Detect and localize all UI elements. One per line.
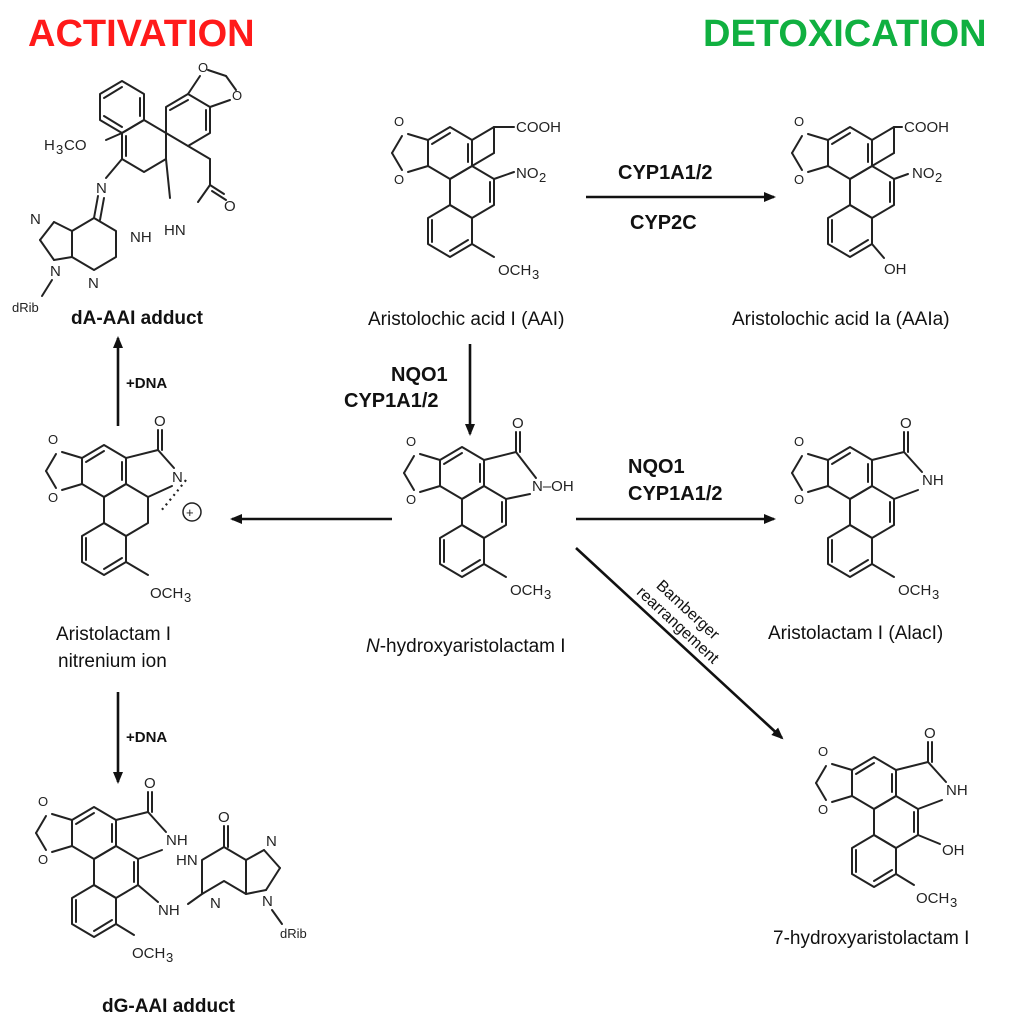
svg-text:NO: NO [516, 165, 539, 182]
hydroxy7-label: 7-hydroxyaristolactam I [773, 928, 969, 949]
svg-text:N: N [88, 275, 99, 292]
svg-text:O: O [48, 432, 58, 447]
bamberger-label: Bamberger rearrangement [633, 577, 723, 667]
enzyme-nqo1-right: NQO1 [628, 456, 685, 478]
svg-text:NH: NH [166, 832, 188, 849]
svg-text:O: O [232, 88, 242, 103]
svg-text:O: O [794, 492, 804, 507]
svg-text:O: O [406, 492, 416, 507]
svg-text:3: 3 [56, 142, 63, 157]
svg-text:O: O [818, 802, 828, 817]
svg-text:O: O [406, 434, 416, 449]
svg-text:COOH: COOH [904, 119, 949, 136]
enzyme-cyp1a12-center: CYP1A1/2 [344, 390, 439, 412]
svg-text:NH: NH [922, 472, 944, 489]
svg-text:O: O [794, 172, 804, 187]
svg-text:N: N [50, 263, 61, 280]
svg-text:O: O [924, 725, 936, 742]
nitrenium-structure: O O O N + OCH 3 [45, 413, 202, 605]
svg-text:COOH: COOH [516, 119, 561, 136]
enzyme-nqo1-center: NQO1 [391, 364, 448, 386]
enzyme-cyp2c: CYP2C [630, 212, 697, 234]
svg-text:O: O [224, 198, 236, 215]
da-adduct-structure: O O O HN H 3 CO N NH N N N dRib [12, 60, 242, 315]
detoxication-heading: DETOXICATION [703, 13, 987, 55]
svg-text:OCH: OCH [150, 585, 183, 602]
svg-text:O: O [38, 794, 48, 809]
svg-text:O: O [818, 744, 828, 759]
aai-label: Aristolochic acid I (AAI) [368, 309, 564, 330]
aaia-label: Aristolochic acid Ia (AAIa) [732, 309, 950, 330]
da-adduct-label: dA-AAI adduct [71, 308, 204, 329]
svg-text:O: O [38, 852, 48, 867]
svg-text:N: N [30, 211, 41, 228]
svg-text:N: N [262, 893, 273, 910]
svg-text:N–OH: N–OH [532, 478, 574, 495]
svg-text:2: 2 [935, 170, 942, 185]
aai-structure: O O COOH NO 2 OCH 3 [391, 114, 561, 282]
svg-text:OCH: OCH [916, 890, 949, 907]
alaci-label: Aristolactam I (AlacI) [768, 623, 943, 644]
svg-text:CO: CO [64, 137, 87, 154]
arrow-bamberger [575, 547, 784, 740]
svg-text:OCH: OCH [898, 582, 931, 599]
svg-text:3: 3 [166, 950, 173, 965]
svg-text:O: O [512, 415, 524, 432]
svg-text:N: N [172, 469, 183, 486]
svg-text:OH: OH [942, 842, 965, 859]
nitrenium-label-line2: nitrenium ion [58, 651, 167, 672]
svg-text:dRib: dRib [12, 300, 39, 315]
svg-text:NO: NO [912, 165, 935, 182]
svg-text:3: 3 [932, 587, 939, 602]
svg-text:3: 3 [532, 267, 539, 282]
svg-text:NH: NH [158, 902, 180, 919]
svg-text:O: O [48, 490, 58, 505]
svg-text:3: 3 [950, 895, 957, 910]
svg-text:HN: HN [176, 852, 198, 869]
plus-dna-down: +DNA [126, 729, 167, 746]
svg-text:O: O [794, 114, 804, 129]
svg-text:O: O [144, 775, 156, 792]
svg-text:O: O [794, 434, 804, 449]
nhydroxy-structure: O O O N–OH OCH 3 [403, 415, 574, 602]
svg-text:N: N [210, 895, 221, 912]
plus-dna-up: +DNA [126, 375, 167, 392]
svg-text:NH: NH [130, 229, 152, 246]
enzyme-cyp1a12-top: CYP1A1/2 [618, 162, 713, 184]
svg-text:O: O [394, 172, 404, 187]
dg-adduct-structure: O O O NH NH OCH 3 HN N O N N dRib [35, 775, 307, 965]
svg-text:2: 2 [539, 170, 546, 185]
svg-text:N: N [96, 180, 107, 197]
svg-text:3: 3 [184, 590, 191, 605]
nhydroxy-label: N-hydroxyaristolactam I [366, 636, 566, 657]
aaia-structure: O O COOH NO 2 OH [791, 114, 949, 278]
activation-heading: ACTIVATION [28, 13, 255, 55]
svg-text:+: + [186, 505, 194, 520]
svg-text:OH: OH [884, 261, 907, 278]
svg-text:O: O [218, 809, 230, 826]
svg-text:N: N [266, 833, 277, 850]
svg-text:dRib: dRib [280, 926, 307, 941]
svg-text:OCH: OCH [498, 262, 531, 279]
svg-text:OCH: OCH [510, 582, 543, 599]
svg-text:OCH: OCH [132, 945, 165, 962]
dg-adduct-label: dG-AAI adduct [102, 996, 236, 1017]
svg-text:H: H [44, 137, 55, 154]
nitrenium-label-line1: Aristolactam I [56, 624, 171, 645]
hydroxy7-structure: O O O NH OH OCH 3 [815, 725, 968, 910]
svg-text:O: O [154, 413, 166, 430]
svg-text:NH: NH [946, 782, 968, 799]
svg-text:3: 3 [544, 587, 551, 602]
svg-text:O: O [900, 415, 912, 432]
svg-text:O: O [198, 60, 208, 75]
svg-text:HN: HN [164, 222, 186, 239]
alaci-structure: O O O NH OCH 3 [791, 415, 944, 602]
svg-text:O: O [394, 114, 404, 129]
enzyme-cyp1a12-right: CYP1A1/2 [628, 483, 723, 505]
